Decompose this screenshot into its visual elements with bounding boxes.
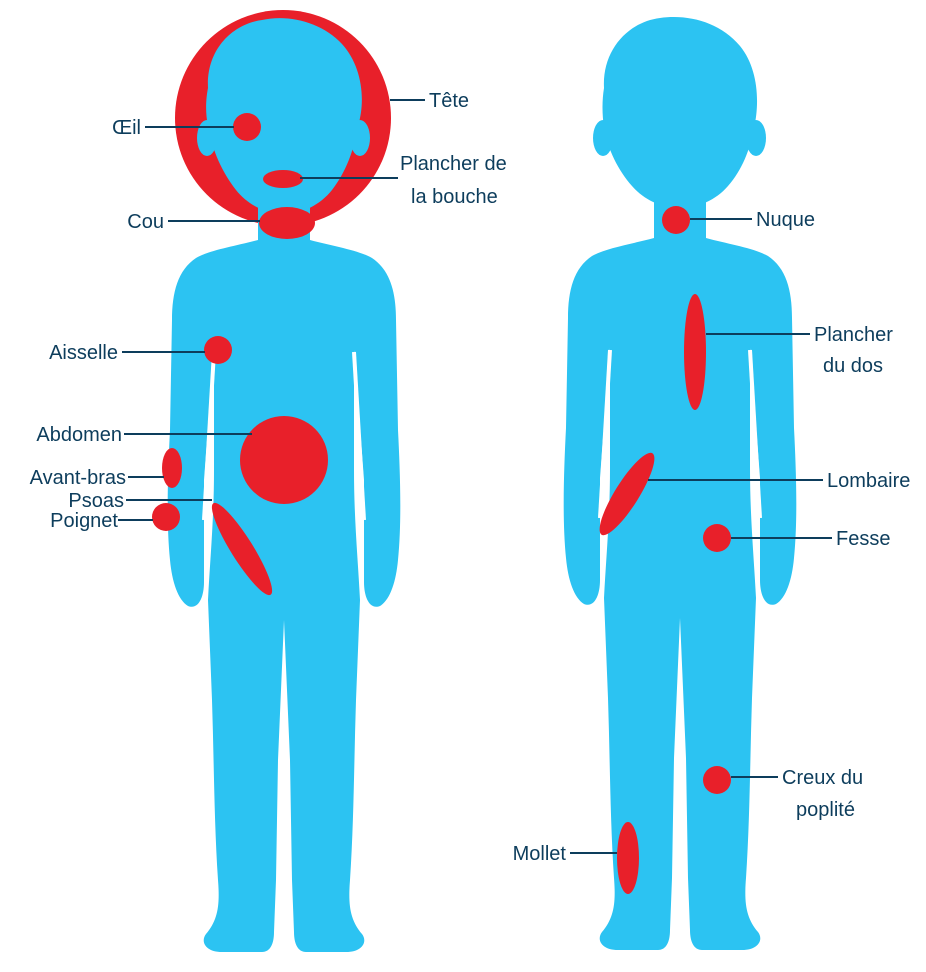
- label-mollet: Mollet: [513, 843, 567, 865]
- buttock-spot: [703, 524, 731, 552]
- popliteal-spot: [703, 766, 731, 794]
- label-creux-2: poplité: [796, 799, 855, 821]
- label-plancher-bouche-1: Plancher de: [400, 153, 507, 175]
- back-figure: Nuque Plancher du dos Lombaire Fesse Cre…: [513, 17, 911, 950]
- nape-spot: [662, 206, 690, 234]
- label-abdomen: Abdomen: [36, 424, 122, 446]
- abdomen-spot: [240, 416, 328, 504]
- label-aisselle: Aisselle: [49, 342, 118, 364]
- label-psoas: Psoas: [68, 490, 124, 512]
- label-poignet: Poignet: [50, 510, 118, 532]
- label-avant-bras: Avant-bras: [30, 467, 126, 489]
- wrist-spot: [152, 503, 180, 531]
- neck-spot: [259, 207, 315, 239]
- label-nuque: Nuque: [756, 209, 815, 231]
- label-tete: Tête: [429, 90, 469, 112]
- label-oeil: Œil: [112, 117, 141, 139]
- mouth-floor-spot: [263, 170, 303, 188]
- label-plancher-dos-1: Plancher: [814, 324, 893, 346]
- back-silhouette: [564, 17, 797, 950]
- back-floor-spot: [684, 294, 706, 410]
- front-figure: Tête Œil Plancher de la bouche Cou Aisse…: [30, 10, 507, 952]
- forearm-spot: [162, 448, 182, 488]
- label-fesse: Fesse: [836, 528, 890, 550]
- label-cou: Cou: [127, 211, 164, 233]
- label-plancher-dos-2: du dos: [823, 355, 883, 377]
- label-plancher-bouche-2: la bouche: [411, 186, 498, 208]
- eye-spot: [233, 113, 261, 141]
- calf-spot: [617, 822, 639, 894]
- armpit-spot: [204, 336, 232, 364]
- label-creux-1: Creux du: [782, 767, 863, 789]
- label-lombaire: Lombaire: [827, 470, 910, 492]
